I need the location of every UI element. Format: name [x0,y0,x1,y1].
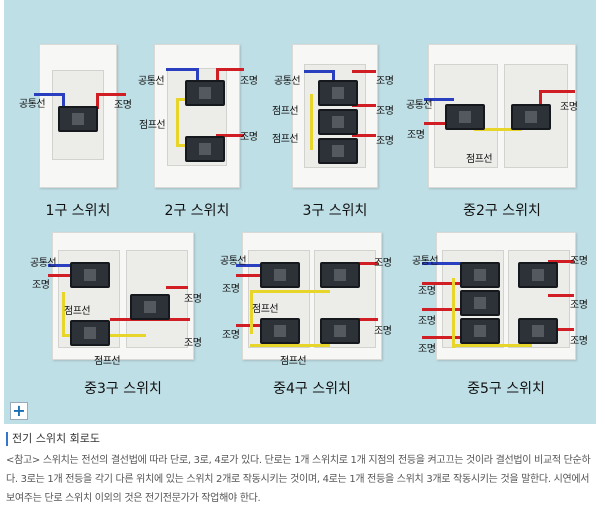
caption-mid5gang: 중5구 스위치 [467,381,545,397]
switch-mid5gang-c [460,318,500,344]
label-light: 조명 [418,344,436,355]
expand-image-button[interactable]: + [10,402,28,420]
cover-mid2gang-left [434,64,498,168]
label-jumper: 점프선 [272,134,299,145]
label-light: 조명 [222,330,240,341]
switch-mid5gang-b [460,290,500,316]
label-jumper: 점프선 [280,356,307,367]
caption-body: <참고> 스위치는 전선의 결선법에 따라 단로, 3로, 4로가 있다. 단로… [6,455,591,504]
label-light: 조명 [376,136,394,147]
switch-2gang-b [185,136,225,162]
label-light: 조명 [222,284,240,295]
caption-mid3gang: 중3구 스위치 [84,381,162,397]
switch-3gang-a [318,80,358,106]
label-jumper: 점프선 [139,120,166,131]
label-light: 조명 [418,286,436,297]
label-common: 공통선 [220,256,247,267]
label-jumper: 점프선 [466,154,493,165]
switch-mid4gang-b [320,262,360,288]
label-jumper: 점프선 [252,304,279,315]
label-light: 조명 [376,76,394,87]
label-light: 조명 [240,76,258,87]
label-light: 조명 [407,130,425,141]
label-light: 조명 [32,280,50,291]
label-jumper: 점프선 [64,306,91,317]
switch-mid2gang-b [511,104,551,130]
switch-2gang-a [185,80,225,106]
switch-mid5gang-d [518,262,558,288]
label-light: 조명 [374,326,392,337]
caption-1gang: 1구 스위치 [45,203,111,219]
label-common: 공통선 [19,99,46,110]
switch-mid4gang-c [260,318,300,344]
label-common: 공통선 [274,76,301,87]
label-common: 공통선 [406,100,433,111]
label-jumper: 점프선 [94,356,121,367]
switch-mid2gang-a [445,104,485,130]
label-common: 공통선 [30,258,57,269]
label-light: 조명 [570,300,588,311]
label-light: 조명 [374,258,392,269]
caption-2gang: 2구 스위치 [164,203,230,219]
switch-mid3gang-a [70,262,110,288]
switch-3gang-b [318,109,358,135]
label-common: 공통선 [138,76,165,87]
caption-mid4gang: 중4구 스위치 [273,381,351,397]
switch-mid5gang-a [460,262,500,288]
label-light: 조명 [570,336,588,347]
switch-3gang-c [318,138,358,164]
label-light: 조명 [376,106,394,117]
label-light: 조명 [560,102,578,113]
switch-mid3gang-b [130,294,170,320]
caption-mid2gang: 중2구 스위치 [463,203,541,219]
label-jumper: 점프선 [272,106,299,117]
article-caption: 전기 스위치 회로도 <참고> 스위치는 전선의 결선법에 따라 단로, 3로,… [6,432,596,508]
switch-mid4gang-a [260,262,300,288]
caption-3gang: 3구 스위치 [302,203,368,219]
label-light: 조명 [570,256,588,267]
switch-diagram-figure: 공통선 조명 1구 스위치 공통선 조명 점프선 조명 2구 스위치 공통선 조… [4,0,596,424]
switch-mid5gang-e [518,318,558,344]
switch-1gang-a [58,106,98,132]
switch-mid3gang-c [70,320,110,346]
label-light: 조명 [114,100,132,111]
label-light: 조명 [184,294,202,305]
label-light: 조명 [184,338,202,349]
caption-title: 전기 스위치 회로도 [6,432,596,446]
label-common: 공통선 [412,256,439,267]
label-light: 조명 [240,132,258,143]
label-light: 조명 [418,316,436,327]
switch-mid4gang-d [320,318,360,344]
